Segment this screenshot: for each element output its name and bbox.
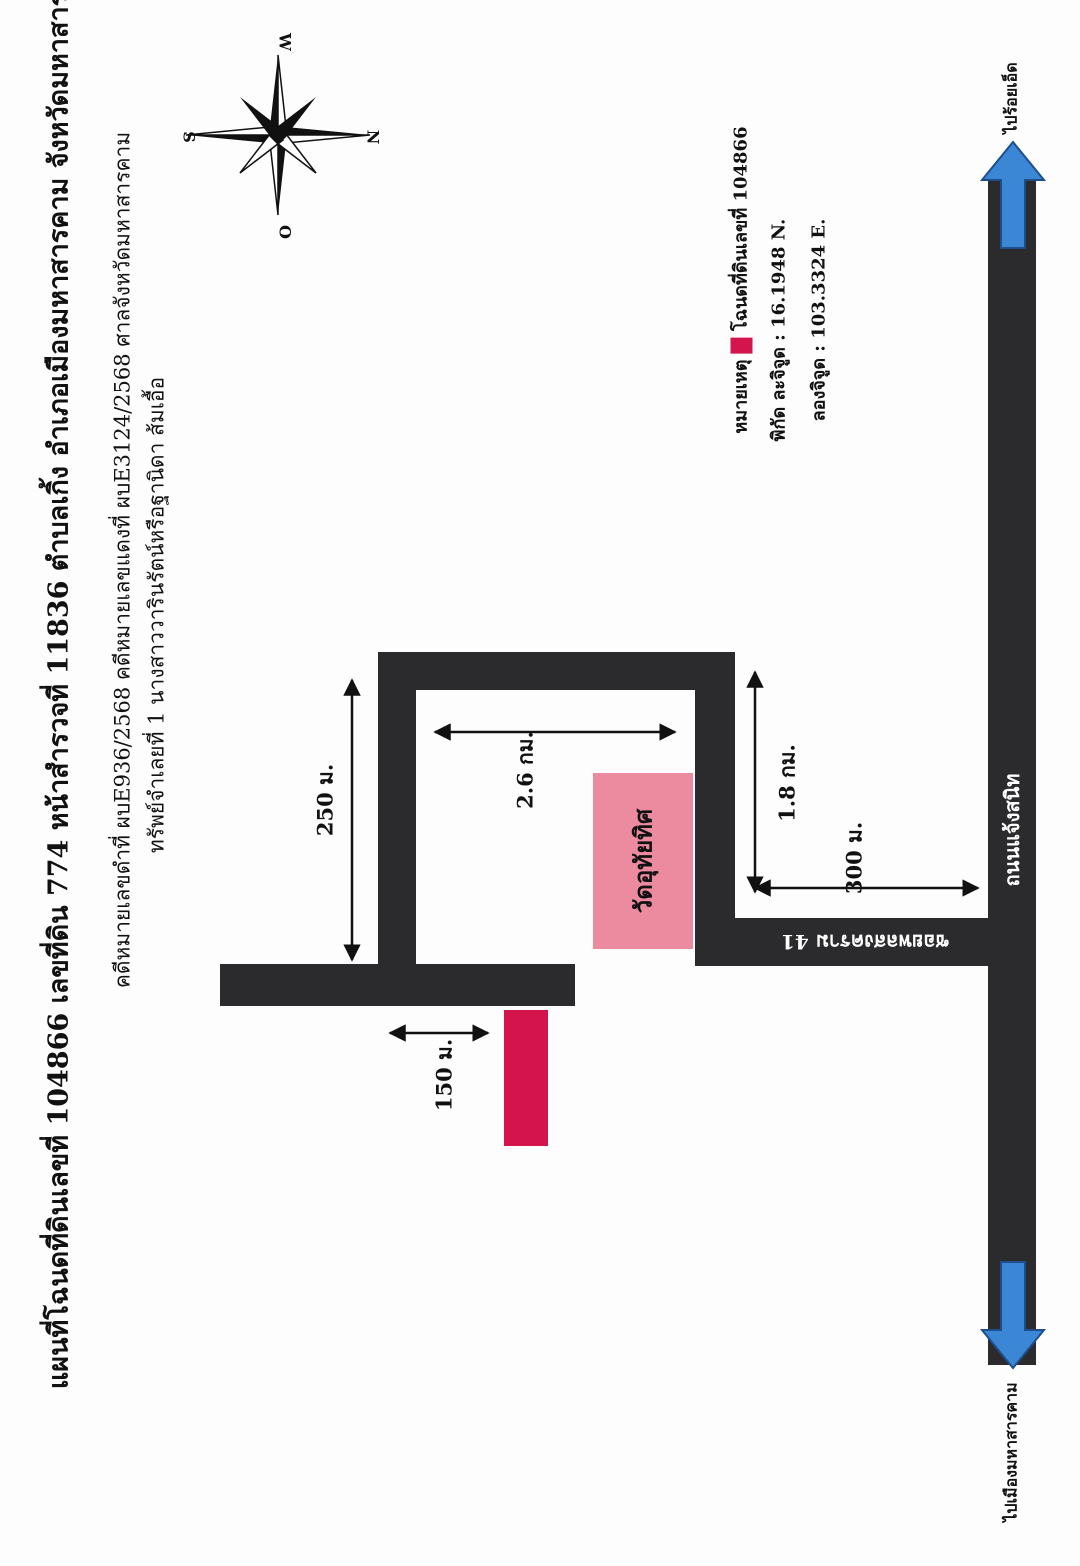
distance-250m: 250 ม. xyxy=(312,763,338,837)
loop-road-left xyxy=(378,652,416,974)
main-road xyxy=(988,180,1036,1365)
cross-road xyxy=(220,964,575,1006)
loop-road-top xyxy=(378,652,735,690)
distance-300m: 300 ม. xyxy=(841,821,867,895)
distance-1-8km: 1.8 กม. xyxy=(774,744,800,822)
loop-road-right xyxy=(695,652,735,966)
plot-marker xyxy=(504,1010,548,1146)
soi-road xyxy=(695,918,995,966)
arrow-down-icon xyxy=(979,1261,1047,1370)
distance-2-6km: 2.6 กม. xyxy=(512,731,538,809)
distance-150m: 150 ม. xyxy=(431,1038,457,1112)
temple-block xyxy=(593,773,693,949)
arrow-up-icon xyxy=(979,140,1047,249)
compass-rose-icon xyxy=(185,54,371,216)
